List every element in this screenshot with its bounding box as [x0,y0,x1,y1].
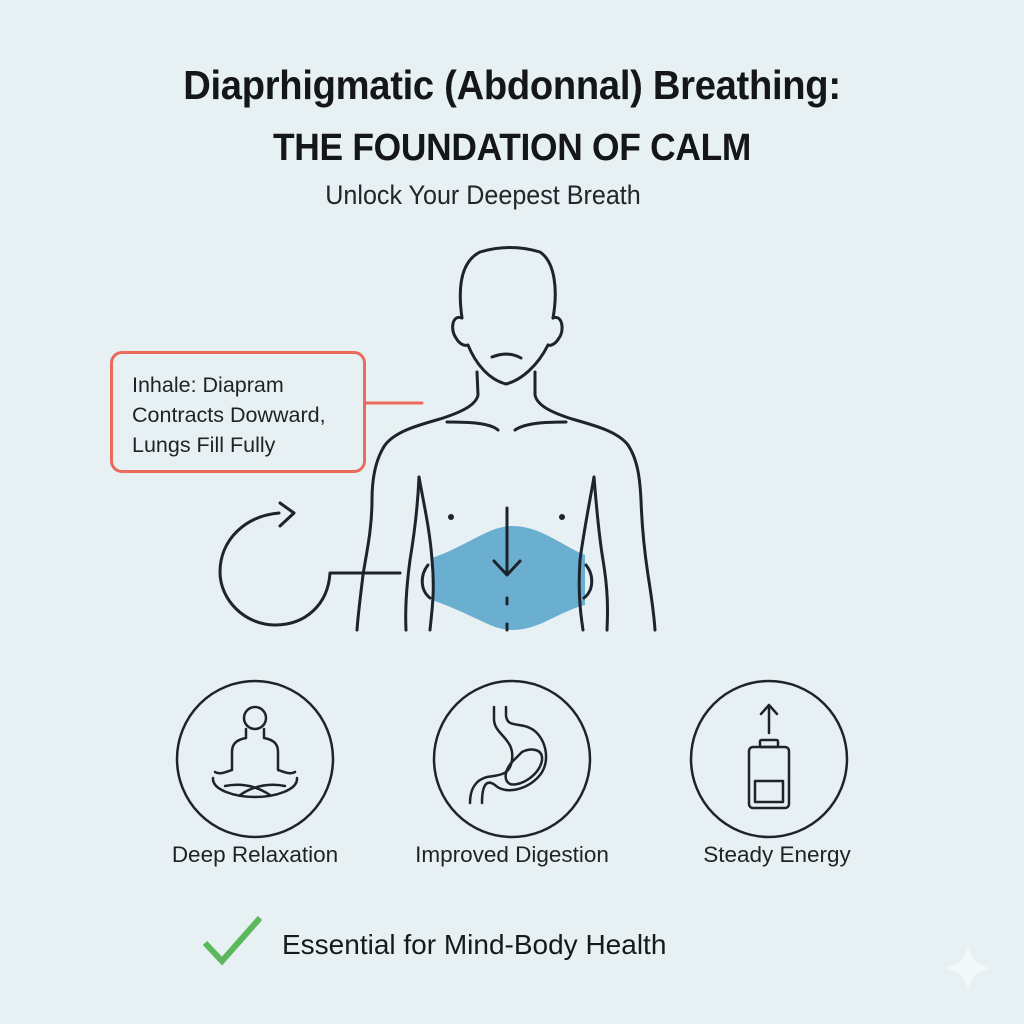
callout-line: Contracts Dowward, [132,403,326,427]
title-line-2: THE FOUNDATION OF CALM [272,127,752,169]
benefit-label-digestion: Improved Digestion [415,842,609,867]
down-arrow-icon [492,506,522,577]
meditation-icon [175,679,335,839]
circular-arrow-icon [218,501,402,627]
subtitle: Unlock Your Deepest Breath [325,180,641,210]
stomach-icon [432,679,592,839]
checkmark-icon [202,916,263,966]
footer-text: Essential for Mind-Body Health [282,929,667,960]
benefit-label-relaxation: Deep Relaxation [171,842,339,867]
callout-line: Lungs Fill Fully [132,433,276,457]
torso-outline [355,370,657,632]
sparkle-icon [946,945,990,991]
callout-line: Inhale: Diapram [132,373,284,397]
benefit-label-energy: Steady Energy [703,842,851,867]
title-line-1: Diaprhigmatic (Abdonnal) Breathing: [183,62,841,108]
inhale-callout: Inhale: Diapram Contracts Dowward, Lungs… [110,351,366,473]
head-outline [451,246,564,386]
abdomen-highlight [432,526,585,630]
battery-charging-icon [689,679,849,839]
